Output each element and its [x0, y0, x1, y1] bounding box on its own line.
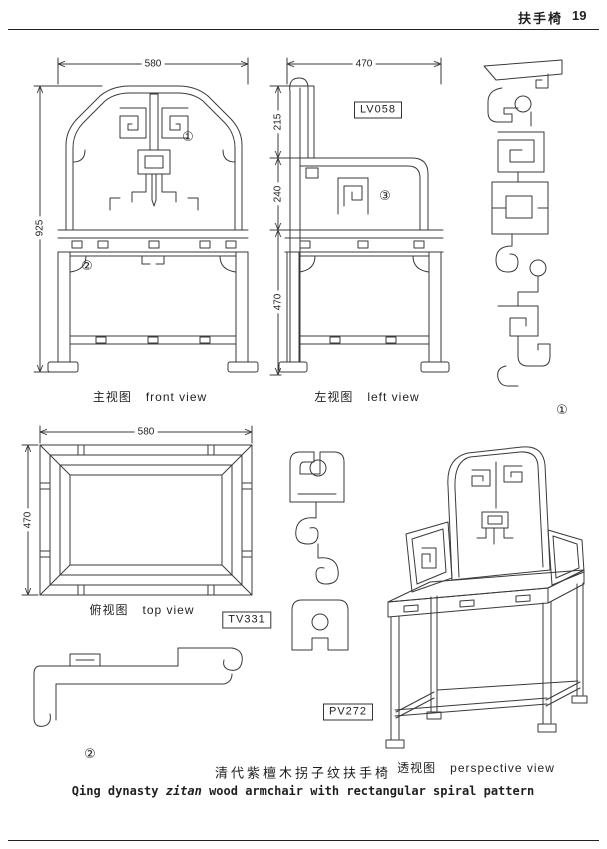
- top-width-dim: 580: [134, 426, 158, 438]
- top-view-drawing: [21, 425, 253, 596]
- perspective-view-code: PV272: [322, 703, 374, 721]
- perspective-view-drawing: [385, 446, 588, 749]
- left-view-caption: 左视图 left view: [314, 388, 419, 405]
- main-caption-en-italic: zitan: [165, 784, 202, 798]
- callout-profile-detail: ②: [84, 746, 96, 761]
- top-depth-dim: 470: [22, 508, 34, 532]
- top-view-caption: 俯视图 top view: [89, 601, 194, 618]
- callout-splat-detail: ①: [556, 402, 568, 417]
- profile-detail-drawing: [33, 647, 243, 727]
- left-depth-dim: 470: [352, 58, 376, 70]
- left-back-lower-dim: 240: [272, 182, 284, 206]
- footer-rule: [8, 840, 599, 841]
- callout-seat-frame: ②: [81, 258, 93, 273]
- left-seat-height-dim: 470: [272, 290, 284, 314]
- main-caption-zh: 清代紫檀木拐子纹扶手椅: [214, 765, 392, 781]
- left-back-upper-dim: 215: [272, 110, 284, 134]
- top-view-caption-zh: 俯视图: [89, 603, 129, 617]
- main-caption-en-prefix: Qing dynasty: [71, 784, 166, 798]
- callout-armrest: ③: [379, 188, 391, 203]
- page-number: 19: [572, 8, 587, 23]
- perspective-view-caption: 透视图 perspective view: [397, 759, 555, 776]
- callout-back-splat: ①: [182, 129, 194, 144]
- header-rule: [8, 29, 599, 30]
- front-width-dim: 580: [141, 58, 165, 70]
- perspective-view-caption-en: perspective view: [450, 761, 555, 775]
- left-view-caption-zh: 左视图: [314, 390, 354, 404]
- main-caption-en: Qing dynasty zitan wood armchair with re…: [72, 784, 534, 798]
- front-view-caption: 主视图 front view: [93, 388, 207, 405]
- perspective-view-caption-zh: 透视图: [397, 761, 437, 775]
- main-caption-en-suffix: wood armchair with rectangular spiral pa…: [201, 784, 535, 798]
- ornament-details-drawing: [289, 451, 349, 651]
- left-view-caption-en: left view: [367, 390, 420, 404]
- top-view-caption-en: top view: [142, 603, 195, 617]
- left-view-code: LV058: [354, 101, 402, 119]
- splat-detail-drawing: [483, 59, 563, 387]
- front-height-dim: 925: [34, 216, 46, 240]
- top-view-code: TV331: [222, 611, 272, 629]
- page-title: 扶手椅: [518, 11, 564, 26]
- front-view-caption-zh: 主视图: [92, 390, 132, 404]
- left-view-drawing: [269, 57, 450, 376]
- front-view-caption-en: front view: [145, 390, 208, 404]
- front-view-drawing: [33, 57, 259, 373]
